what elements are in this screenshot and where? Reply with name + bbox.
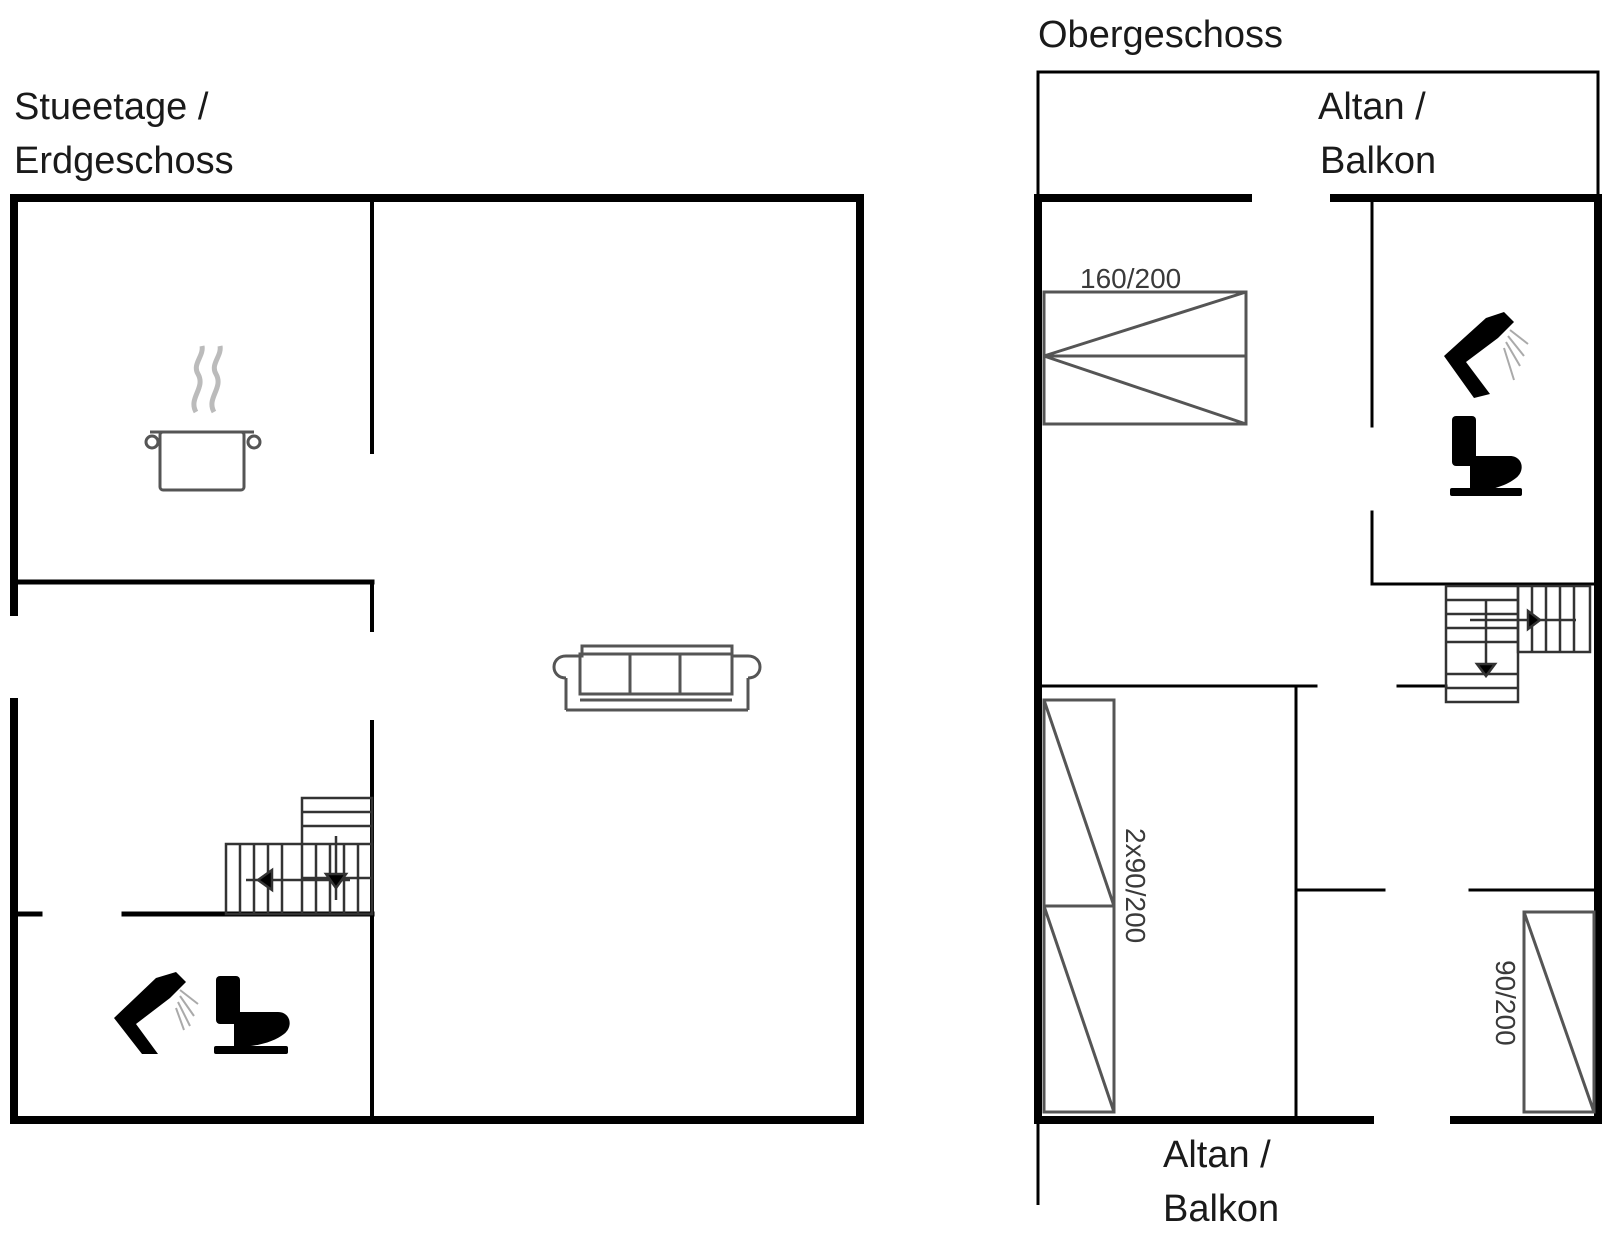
balcony-top-label-line1: Altan / [1318, 86, 1426, 128]
upper-floor-title: Obergeschoss [1038, 14, 1284, 56]
bed-icon [1522, 910, 1596, 1114]
sofa-icon [552, 644, 762, 712]
shower-icon [114, 972, 199, 1054]
ground-floor-title-line2: Erdgeschoss [14, 140, 234, 182]
floor-plan: 160/200 2x90/200 90/200 [10, 70, 1602, 1205]
bed-icon [1042, 290, 1248, 426]
cooking-pot-icon [144, 345, 262, 492]
toilet-icon [1450, 416, 1522, 496]
balcony-top-label-line2: Balkon [1320, 140, 1437, 182]
ground-floor-walls [10, 194, 864, 1124]
bed-double-size: 160/200 [1080, 263, 1181, 294]
toilet-icon [214, 976, 290, 1054]
bed-icon [1042, 698, 1116, 1114]
bed-single-size: 90/200 [1490, 960, 1521, 1046]
shower-icon [1444, 312, 1529, 398]
upper-floor-walls [1034, 70, 1602, 1205]
staircase-icon [1444, 584, 1592, 704]
ground-floor-title-line1: Stueetage / [14, 86, 209, 128]
balcony-bottom-label-line1: Altan / [1163, 1134, 1271, 1176]
bed-twin-size: 2x90/200 [1120, 828, 1151, 943]
staircase-icon [224, 796, 374, 916]
